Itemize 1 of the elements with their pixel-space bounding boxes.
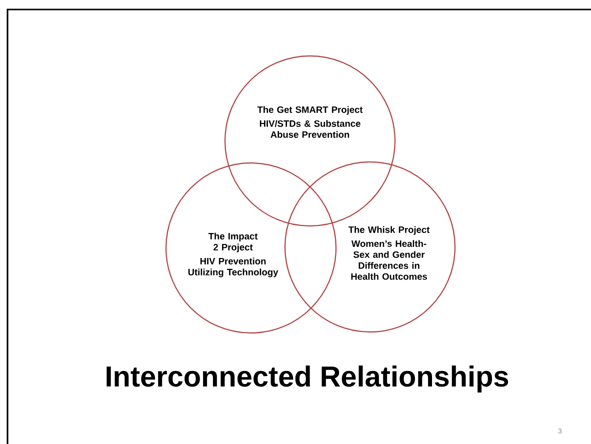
title: Interconnected Relationships bbox=[106, 366, 508, 392]
